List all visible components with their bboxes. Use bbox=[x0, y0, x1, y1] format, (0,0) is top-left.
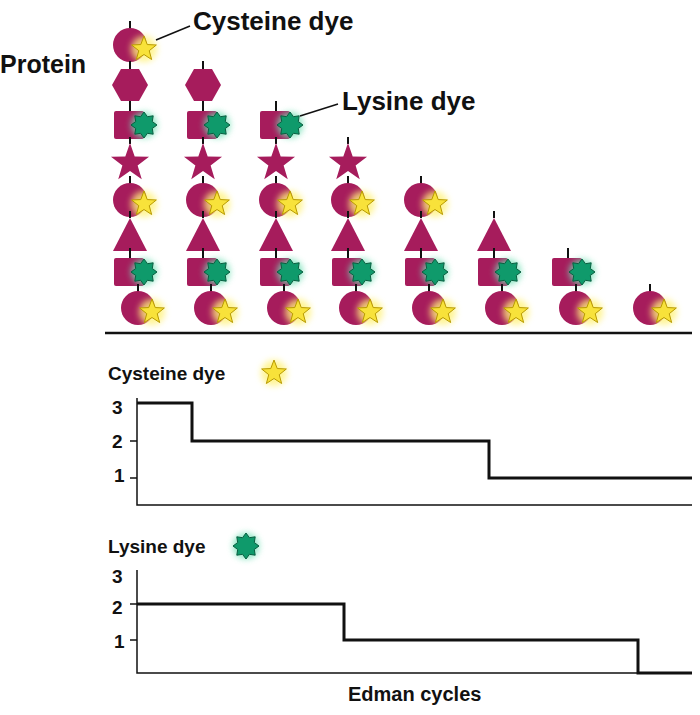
residue bbox=[257, 137, 295, 179]
axis-number: 1 bbox=[114, 466, 125, 485]
peptide bbox=[184, 61, 238, 325]
residue bbox=[404, 211, 438, 251]
cysteine-residue bbox=[121, 284, 165, 325]
cysteine-residue bbox=[412, 284, 456, 325]
tick bbox=[130, 440, 137, 442]
callout-label: Cysteine dye bbox=[193, 8, 353, 34]
chart-title: Lysine dye bbox=[108, 537, 206, 556]
step-chart bbox=[130, 398, 692, 505]
cysteine-residue bbox=[113, 176, 157, 217]
tick bbox=[130, 639, 137, 641]
axis-number: 2 bbox=[112, 432, 123, 451]
lysine-residue bbox=[187, 248, 230, 286]
dye-icon bbox=[261, 360, 287, 386]
cysteine-residue bbox=[404, 176, 448, 217]
cysteine-residue bbox=[633, 284, 677, 325]
lysine-residue bbox=[114, 248, 157, 286]
lysine-residue bbox=[260, 101, 303, 139]
cysteine-residue bbox=[559, 284, 603, 325]
residue bbox=[185, 61, 221, 101]
figure-label: Protein bbox=[0, 52, 86, 77]
axis-title: Edman cycles bbox=[348, 684, 481, 704]
lysine-residue bbox=[187, 101, 230, 139]
cysteine-residue bbox=[259, 176, 303, 217]
peptide bbox=[404, 176, 456, 325]
peptide bbox=[477, 211, 529, 325]
peptide bbox=[111, 21, 165, 325]
cysteine-residue bbox=[331, 176, 375, 217]
axis bbox=[137, 570, 692, 673]
leader-line bbox=[156, 26, 190, 40]
lysine-residue bbox=[478, 248, 521, 286]
lysine-residue bbox=[114, 101, 157, 139]
callout-label: Lysine dye bbox=[342, 88, 475, 114]
peptide bbox=[552, 248, 603, 325]
cysteine-residue bbox=[194, 284, 238, 325]
cysteine-residue bbox=[186, 176, 230, 217]
peptide bbox=[257, 101, 311, 325]
axis bbox=[137, 398, 692, 505]
residue bbox=[111, 137, 149, 179]
axis-number: 3 bbox=[112, 398, 123, 417]
residue bbox=[112, 61, 148, 101]
residue bbox=[477, 211, 511, 251]
residue bbox=[184, 137, 222, 179]
cysteine-residue bbox=[267, 284, 311, 325]
residue bbox=[259, 211, 293, 251]
cysteine-residue bbox=[339, 284, 383, 325]
axis-number: 1 bbox=[114, 632, 125, 651]
residue bbox=[186, 211, 220, 251]
cysteine-residue bbox=[113, 21, 157, 62]
residue bbox=[329, 137, 367, 179]
step-chart bbox=[130, 570, 692, 673]
chart-title: Cysteine dye bbox=[108, 364, 225, 383]
leader-line bbox=[300, 104, 338, 116]
tick bbox=[130, 603, 137, 605]
lysine-residue bbox=[405, 248, 448, 286]
step-line bbox=[137, 604, 692, 673]
lysine-residue bbox=[260, 248, 303, 286]
axis-number: 3 bbox=[112, 567, 123, 586]
step-line bbox=[137, 403, 692, 478]
residue bbox=[113, 211, 147, 251]
lysine-residue bbox=[552, 248, 595, 286]
tick bbox=[130, 477, 137, 479]
lysine-residue bbox=[332, 248, 375, 286]
surface-line bbox=[105, 332, 692, 335]
axis-number: 2 bbox=[112, 598, 123, 617]
cysteine-residue bbox=[485, 284, 529, 325]
peptide bbox=[633, 284, 677, 325]
peptide bbox=[329, 137, 383, 325]
dye-icon bbox=[233, 533, 259, 559]
residue bbox=[331, 211, 365, 251]
